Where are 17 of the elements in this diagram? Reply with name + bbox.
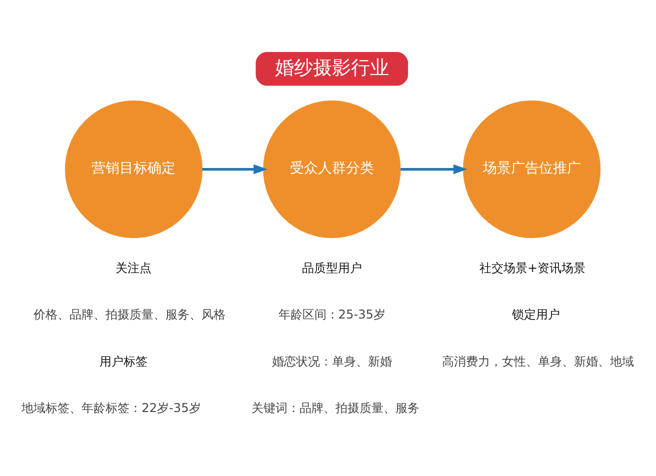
label: 地域标签、年龄标签：22岁-35岁 [22,400,201,415]
arrow [400,164,468,174]
node-circle: 受众人群分类 [263,100,401,238]
label: 用户标签 [99,354,148,368]
label: 锁定用户 [512,307,560,322]
node-circle: 场景广告位推广 [462,100,601,238]
label: 婚恋状况：单身、新婚 [272,354,392,368]
label: 关注点 [116,260,152,274]
label: 社交场景+资讯场景 [480,260,586,274]
node-box: 婚纱摄影行业 [256,52,408,86]
label: 品质型用户 [302,260,362,274]
label: 关键词：品牌、拍摄质量、服务 [251,400,420,415]
node-circle: 营销目标确定 [64,100,203,238]
arrow [202,164,268,174]
label: 高消费力，女性、单身、新婚、地域 [442,354,634,368]
label: 年龄区间：25-35岁 [278,307,386,322]
label: 价格、品牌、拍摄质量、服务、风格 [33,307,226,322]
